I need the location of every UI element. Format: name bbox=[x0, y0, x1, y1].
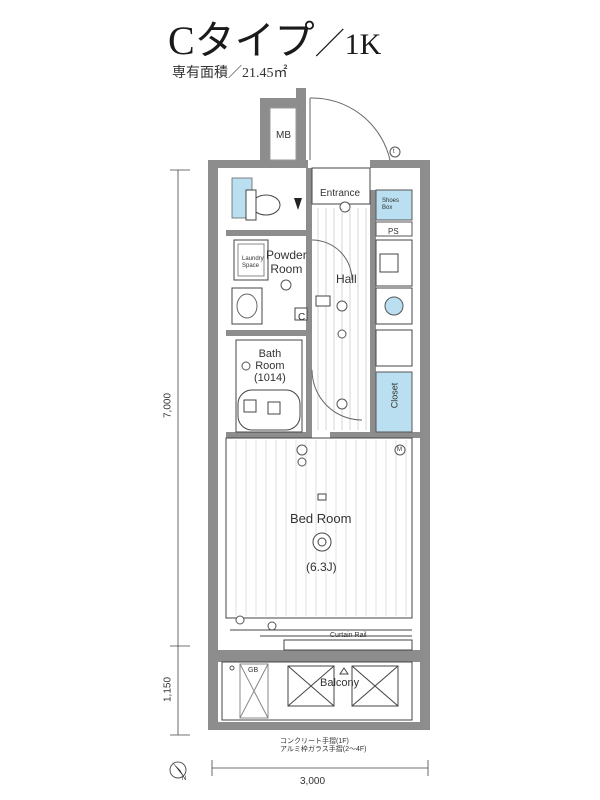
compass-north-label: N bbox=[182, 776, 187, 782]
shoes-box-label: Shoes Box bbox=[382, 198, 400, 211]
bed-room-size-label: (6.3J) bbox=[306, 560, 337, 574]
plan-layout-label: ／1K bbox=[314, 28, 382, 61]
floor-area-label: 専有面積／21.45㎡ bbox=[172, 66, 288, 81]
height-main-dimension: 7,000 bbox=[162, 392, 174, 419]
bath-room-label: Bath Room (1014) bbox=[254, 348, 286, 384]
entrance-label: Entrance bbox=[320, 188, 361, 199]
ps-label: PS bbox=[388, 227, 399, 236]
bed-room-label: Bed Room bbox=[290, 511, 352, 526]
walls bbox=[208, 88, 430, 730]
width-dimension: 3,000 bbox=[300, 776, 326, 787]
curtain-rail-label: Curtain Rail bbox=[330, 632, 367, 639]
railing-note-line1: コンクリート手摺(1F) bbox=[280, 738, 349, 745]
m-marker: M bbox=[397, 447, 402, 453]
c-box-marker: C bbox=[298, 312, 306, 323]
plan-type-label: Cタイプ bbox=[168, 18, 315, 63]
t-marker: t bbox=[393, 149, 395, 155]
plan-type-title: Cタイプ／1K bbox=[168, 18, 381, 67]
gb-label: GB bbox=[248, 667, 259, 674]
powder-room-label: Powder Room bbox=[266, 248, 307, 276]
dimension-lines bbox=[170, 169, 429, 776]
mb-label: MB bbox=[276, 130, 291, 141]
railing-note-line2: アルミ枠ガラス手摺(2〜4F) bbox=[280, 746, 367, 753]
laundry-space-label: Laundry Space bbox=[242, 256, 264, 269]
compass-north-icon bbox=[169, 761, 187, 780]
balcony-label: Balcony bbox=[320, 677, 360, 689]
height-balcony-dimension: 1,150 bbox=[162, 676, 174, 703]
closet-label: Closet bbox=[389, 382, 400, 409]
hall-label: Hall bbox=[336, 272, 357, 286]
